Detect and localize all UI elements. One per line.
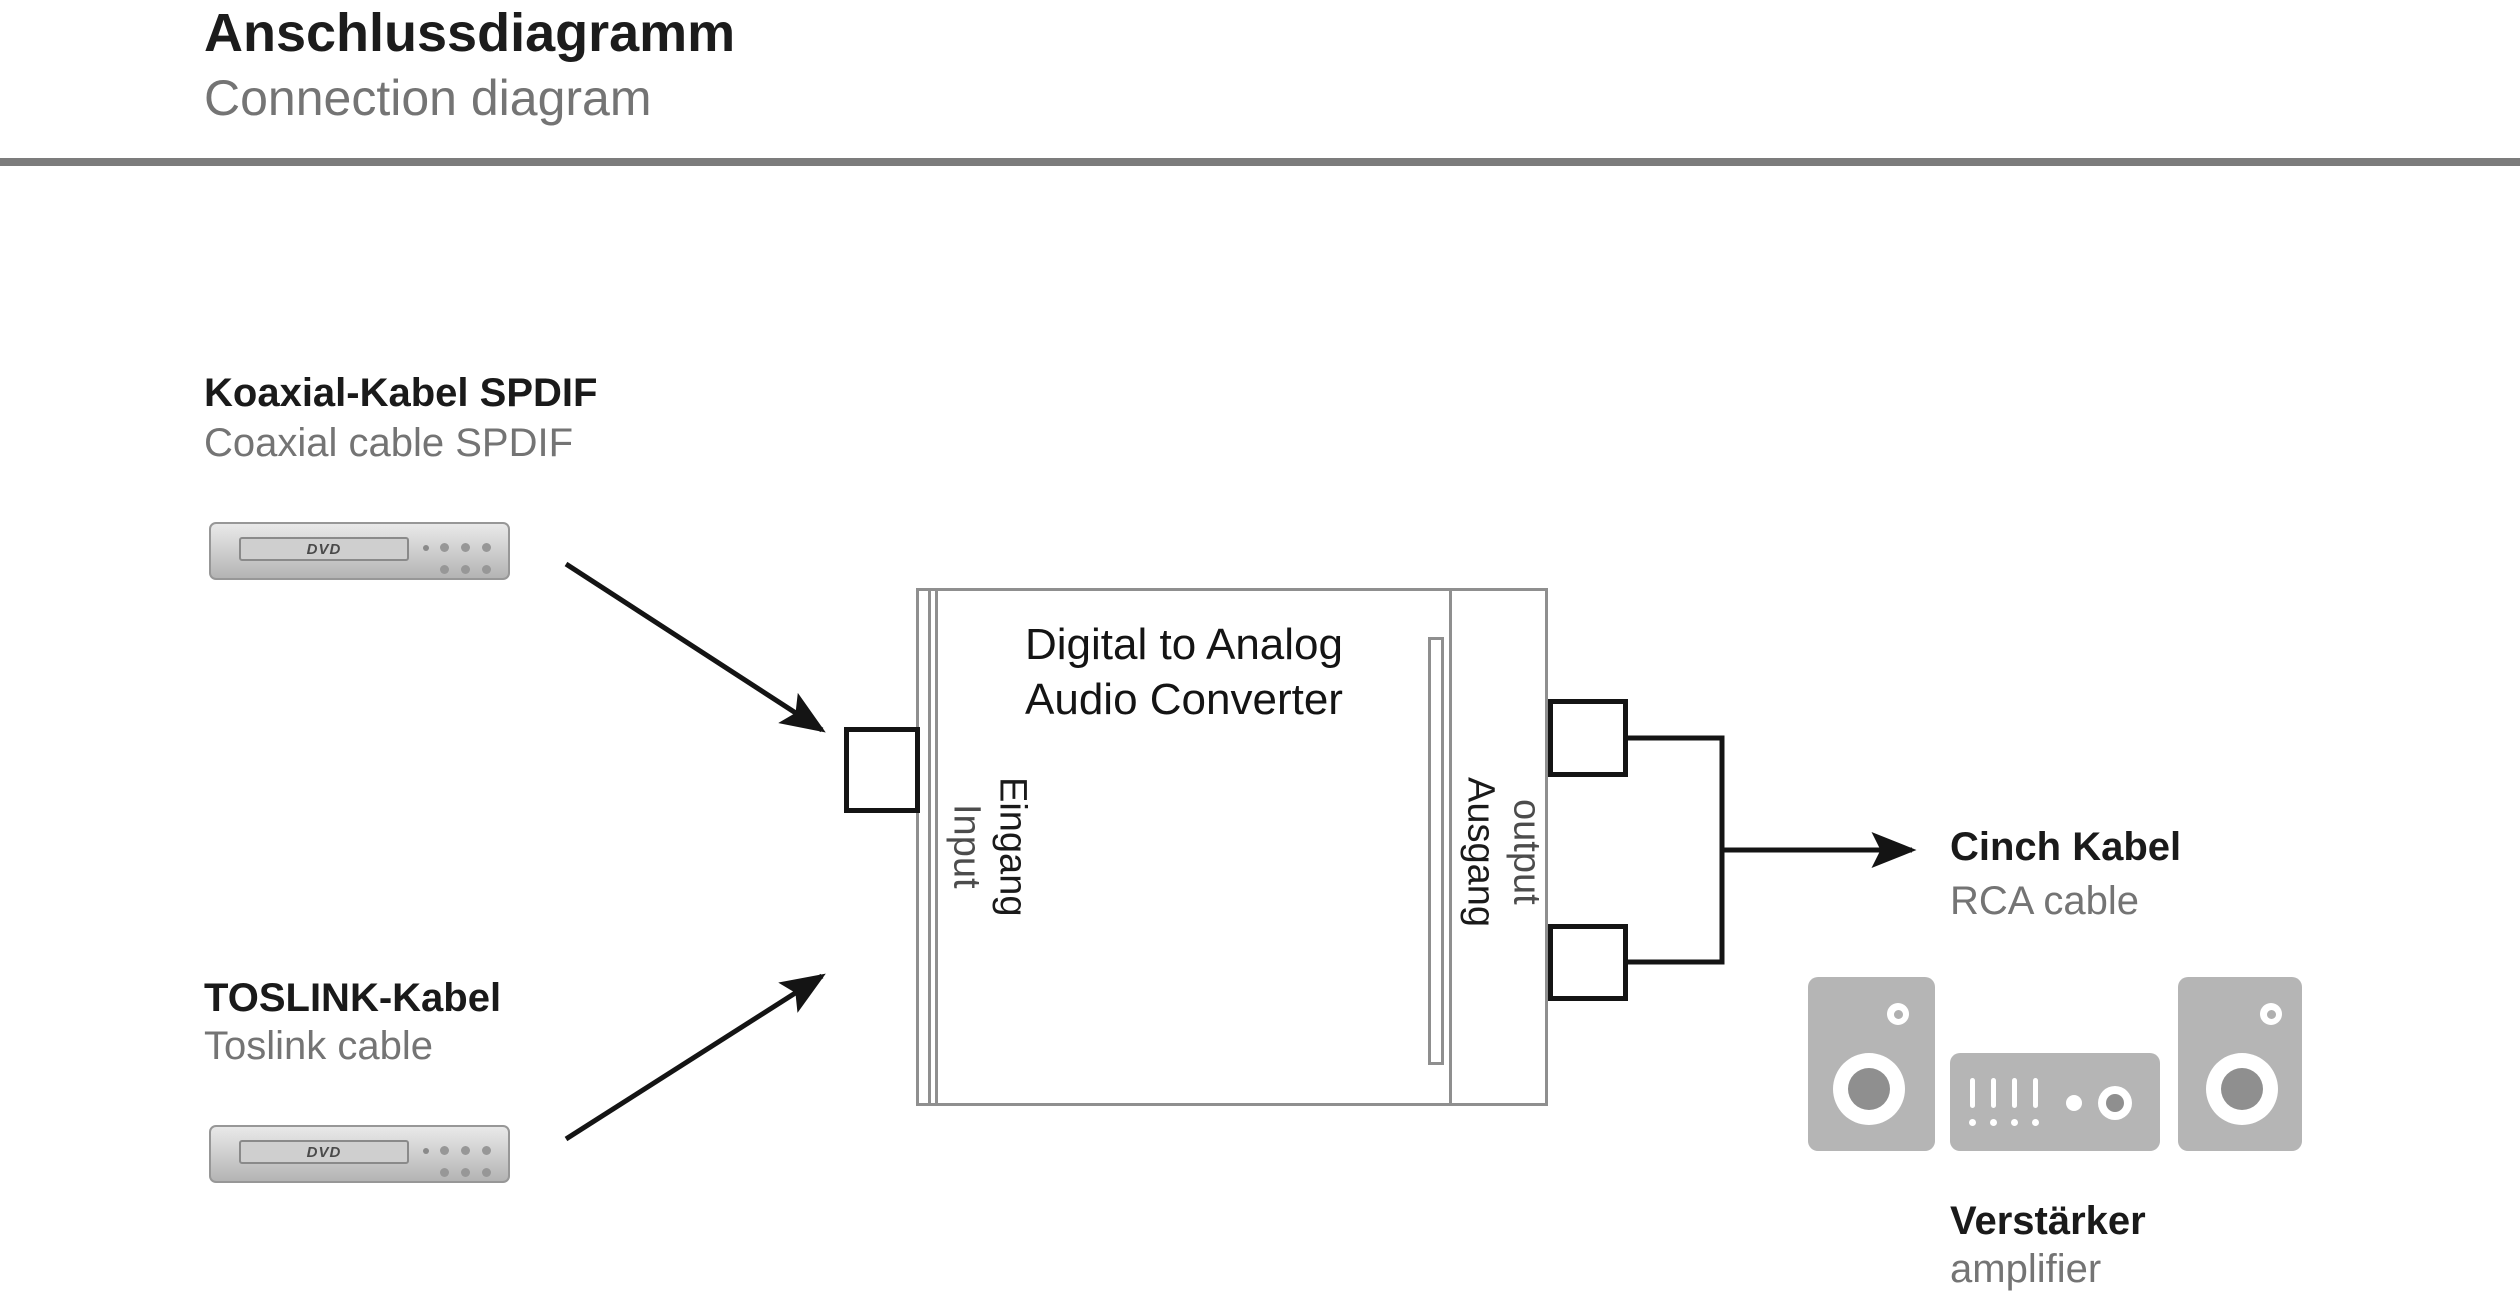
dac-converter-box: Digital to Analog Audio Converter Eingan… bbox=[916, 588, 1548, 1106]
output-label-german: Ausgang bbox=[1459, 777, 1502, 928]
toslink-label-german: TOSLINK-Kabel bbox=[204, 976, 502, 1020]
woofer-circle bbox=[2206, 1053, 2278, 1125]
header-divider-line bbox=[0, 158, 2520, 166]
speaker-right-graphic bbox=[2178, 977, 2302, 1151]
coaxial-label-english: Coaxial cable SPDIF bbox=[204, 421, 574, 465]
power-led-dot bbox=[423, 1148, 429, 1154]
panel-dot bbox=[2032, 1119, 2039, 1126]
button-dot bbox=[482, 543, 491, 552]
button-dot bbox=[440, 1168, 449, 1177]
level-bar bbox=[2012, 1078, 2017, 1108]
toslink-cable-arrow bbox=[564, 973, 826, 1142]
converter-title: Digital to Analog Audio Converter bbox=[919, 617, 1449, 727]
woofer-circle bbox=[1833, 1053, 1905, 1125]
converter-left-panel-edge bbox=[928, 591, 938, 1103]
tweeter-dome bbox=[2266, 1009, 2276, 1019]
button-dot bbox=[440, 543, 449, 552]
converter-panel-slot bbox=[1428, 637, 1444, 1065]
input-label-english: Input bbox=[945, 804, 988, 889]
button-dot bbox=[461, 565, 470, 574]
rca-output-port-bottom bbox=[1548, 924, 1628, 1001]
dvd-player-toslink-graphic: DVD bbox=[209, 1125, 510, 1183]
digital-input-port bbox=[844, 727, 920, 813]
tweeter-circle bbox=[2260, 1003, 2282, 1025]
tweeter-dome bbox=[1893, 1009, 1903, 1019]
button-dot bbox=[482, 565, 491, 574]
rca-output-bracket-wire bbox=[1628, 735, 1725, 965]
rca-cable-label-english: RCA cable bbox=[1950, 879, 2139, 923]
level-bar bbox=[2033, 1078, 2038, 1108]
panel-dot bbox=[1990, 1119, 1997, 1126]
power-led-dot bbox=[423, 545, 429, 551]
volume-knob-center bbox=[2106, 1094, 2124, 1112]
amplifier-label-german: Verstärker bbox=[1950, 1199, 2146, 1243]
converter-output-section-divider bbox=[1449, 591, 1452, 1103]
rca-cable-label-german: Cinch Kabel bbox=[1950, 825, 2182, 869]
tweeter-circle bbox=[1887, 1003, 1909, 1025]
level-bar bbox=[1970, 1078, 1975, 1108]
panel-dot bbox=[2011, 1119, 2018, 1126]
woofer-cone bbox=[2221, 1068, 2263, 1110]
button-dot bbox=[440, 565, 449, 574]
level-bar bbox=[1991, 1078, 1996, 1108]
amplifier-label-english: amplifier bbox=[1950, 1247, 2102, 1291]
speaker-left-graphic bbox=[1808, 977, 1935, 1151]
input-side-label: Eingang Input bbox=[943, 777, 1036, 916]
toslink-label-english: Toslink cable bbox=[204, 1024, 434, 1068]
dvd-disc-tray: DVD bbox=[239, 1140, 409, 1164]
button-dot bbox=[461, 1146, 470, 1155]
button-dot bbox=[440, 1146, 449, 1155]
input-label-german: Eingang bbox=[991, 777, 1034, 917]
dvd-player-coaxial-graphic: DVD bbox=[209, 522, 510, 580]
dvd-logo-badge: DVD bbox=[306, 1143, 342, 1161]
page-title-german: Anschlussdiagramm bbox=[204, 3, 736, 63]
amplifier-unit-graphic bbox=[1950, 1053, 2160, 1151]
output-side-label: Ausgang output bbox=[1457, 777, 1550, 927]
output-label-english: output bbox=[1505, 799, 1548, 905]
converter-title-line2: Audio Converter bbox=[1025, 675, 1343, 724]
dvd-disc-tray: DVD bbox=[239, 537, 409, 561]
converter-title-line1: Digital to Analog bbox=[1025, 620, 1343, 669]
panel-dot bbox=[1969, 1119, 1976, 1126]
coaxial-label-german: Koaxial-Kabel SPDIF bbox=[204, 371, 598, 415]
button-dot bbox=[482, 1168, 491, 1177]
button-dot bbox=[482, 1146, 491, 1155]
volume-knob bbox=[2098, 1086, 2132, 1120]
page-title-english: Connection diagram bbox=[204, 70, 652, 126]
rca-output-port-top bbox=[1548, 699, 1628, 777]
button-dot bbox=[461, 1168, 470, 1177]
dvd-logo-badge: DVD bbox=[306, 540, 342, 558]
button-dot bbox=[461, 543, 470, 552]
coaxial-cable-arrow bbox=[564, 561, 826, 733]
woofer-cone bbox=[1848, 1068, 1890, 1110]
small-knob bbox=[2066, 1095, 2082, 1111]
